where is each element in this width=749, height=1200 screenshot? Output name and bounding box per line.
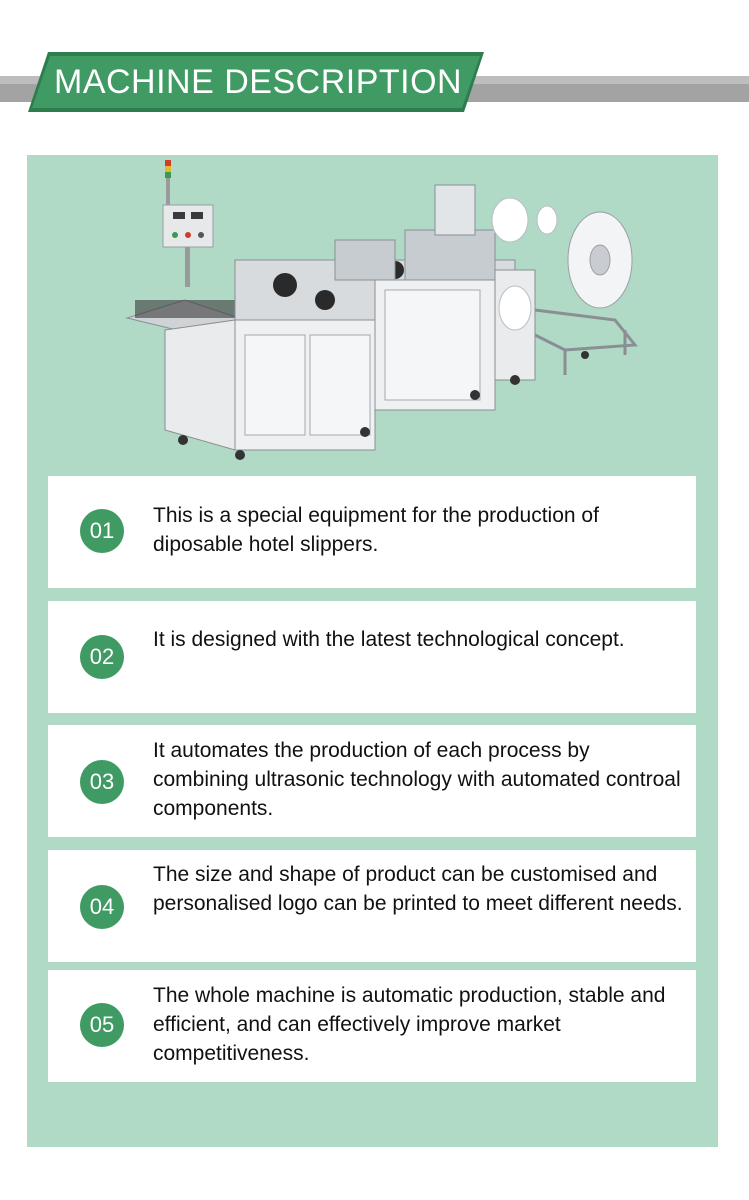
- feature-number-badge: 02: [80, 635, 124, 679]
- feature-text: This is a special equipment for the prod…: [153, 504, 599, 556]
- feature-text: It automates the production of each proc…: [153, 739, 681, 820]
- feature-number-badge: 04: [80, 885, 124, 929]
- feature-number-badge: 05: [80, 1003, 124, 1047]
- feature-text: The whole machine is automatic productio…: [153, 984, 666, 1065]
- feature-text: The size and shape of product can be cus…: [153, 863, 683, 915]
- feature-text: It is designed with the latest technolog…: [153, 628, 625, 651]
- feature-card: 05 The whole machine is automatic produc…: [48, 970, 696, 1082]
- feature-card: 03 It automates the production of each p…: [48, 725, 696, 837]
- feature-card: 02 It is designed with the latest techno…: [48, 601, 696, 713]
- feature-card: 01 This is a special equipment for the p…: [48, 476, 696, 588]
- page-title: MACHINE DESCRIPTION: [54, 63, 463, 101]
- feature-card: 04 The size and shape of product can be …: [48, 850, 696, 962]
- title-banner-inner: [32, 56, 480, 108]
- machine-image: [125, 160, 638, 460]
- feature-number-badge: 01: [80, 509, 124, 553]
- feature-number-badge: 03: [80, 760, 124, 804]
